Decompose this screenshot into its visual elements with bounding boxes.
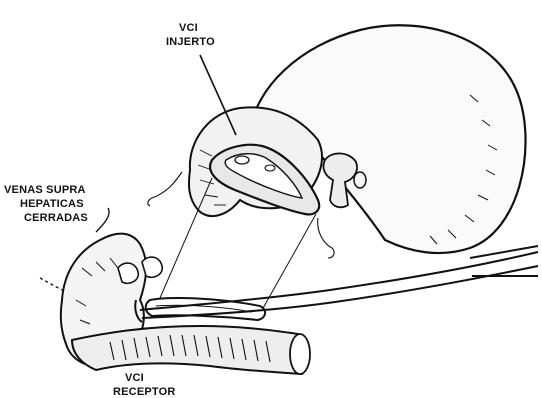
graft-label-line2: INJERTO: [166, 36, 215, 48]
veins-label-line3: CERRADAS: [24, 212, 88, 224]
graft-vessel-orifice: [235, 156, 249, 164]
veins-label-line2: HEPATICAS: [20, 198, 84, 210]
recipient-ivc-end: [290, 334, 310, 374]
closed-hepatic-vein-2: [142, 257, 162, 277]
veins-dashed-pointer: [40, 278, 62, 290]
recipient-ivc: [72, 326, 308, 374]
veins-pointer: [96, 208, 109, 232]
recipient-label-line1: VCI: [125, 372, 144, 384]
graft-vessel-orifice-small: [265, 165, 275, 171]
recipient-label-line2: RECEPTOR: [113, 386, 176, 398]
vessel-stump-end: [354, 172, 366, 188]
closed-hepatic-vein: [118, 263, 138, 283]
graft-label-line1: VCI: [179, 22, 198, 34]
veins-label-line1: VENAS SUPRA: [4, 184, 86, 196]
